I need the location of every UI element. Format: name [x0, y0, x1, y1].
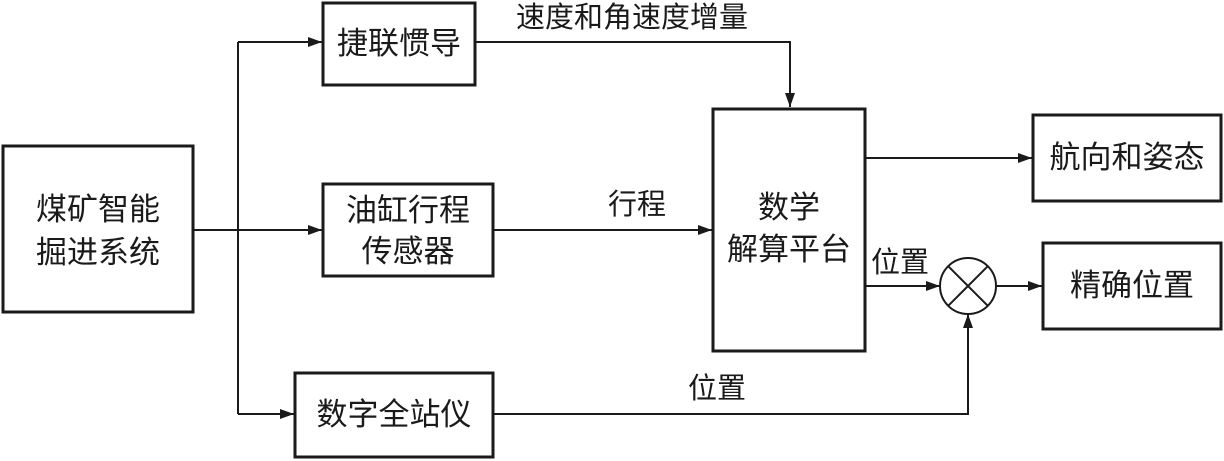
edge-label-station-position: 位置 [688, 371, 746, 405]
node-precise-label: 精确位置 [1070, 268, 1194, 304]
arrow-station-to-junction [494, 314, 973, 415]
summing-junction-icon [939, 257, 997, 315]
node-cylinder-sensor: 油缸行程 传感器 [321, 182, 495, 278]
edge-label-stroke: 行程 [608, 187, 666, 221]
node-total-station-label: 数字全站仪 [317, 397, 472, 433]
node-cylinder-line-2: 传感器 [362, 234, 455, 270]
node-platform: 数学 解算平台 [711, 107, 867, 353]
node-heading-label: 航向和姿态 [1050, 140, 1205, 176]
node-platform-line-2: 解算平台 [727, 232, 851, 268]
node-heading-attitude: 航向和姿态 [1031, 113, 1223, 203]
node-system: 煤矿智能 掘进系统 [1, 144, 195, 314]
node-cylinder-line-1: 油缸行程 [346, 193, 470, 229]
node-system-line-1: 煤矿智能 [36, 192, 160, 228]
node-ins-label: 捷联惯导 [337, 26, 461, 62]
edge-label-platform-position: 位置 [871, 245, 929, 279]
arrow-ins-to-platform [476, 41, 795, 107]
node-ins: 捷联惯导 [321, 1, 477, 87]
node-total-station: 数字全站仪 [293, 371, 495, 459]
node-precise-position: 精确位置 [1041, 241, 1223, 331]
node-system-line-2: 掘进系统 [36, 235, 160, 271]
node-platform-line-1: 数学 [758, 190, 820, 226]
edge-label-velocity-increment: 速度和角速度增量 [516, 0, 748, 34]
